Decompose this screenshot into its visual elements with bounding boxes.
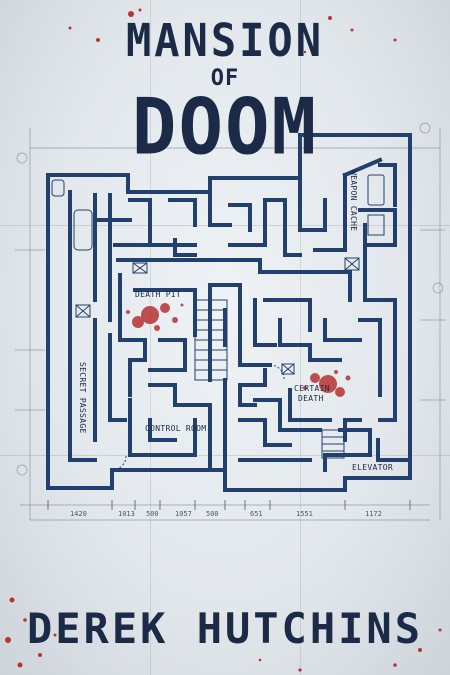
label-certain-death-line1: CERTAIN (294, 384, 330, 393)
dimension-label: 1013 (118, 510, 135, 518)
label-certain-death-line2: DEATH (298, 394, 324, 403)
paper-fold (300, 0, 301, 675)
title-mansion: MANSION (125, 14, 324, 67)
label-death-pit: DEATH PIT (135, 290, 182, 299)
dimension-label: 651 (250, 510, 263, 518)
label-elevator: ELEVATOR (352, 463, 393, 472)
dimension-label: 1420 (70, 510, 87, 518)
label-secret-passage: SECRET PASSAGE (78, 362, 87, 434)
dimension-label: 1172 (365, 510, 382, 518)
paper-fold (150, 0, 151, 675)
author-name: DEREK HUTCHINS (26, 604, 423, 653)
title-doom: DOOM (131, 81, 319, 173)
label-weapon-cache: WEAPON CACHE (349, 170, 358, 232)
dimension-label: 1551 (296, 510, 313, 518)
label-control-room: CONTROL ROOM (145, 424, 207, 433)
title-of: OF (210, 66, 240, 91)
dimension-label: 500 (206, 510, 219, 518)
dimension-label: 500 (146, 510, 159, 518)
dimension-label: 1057 (175, 510, 192, 518)
